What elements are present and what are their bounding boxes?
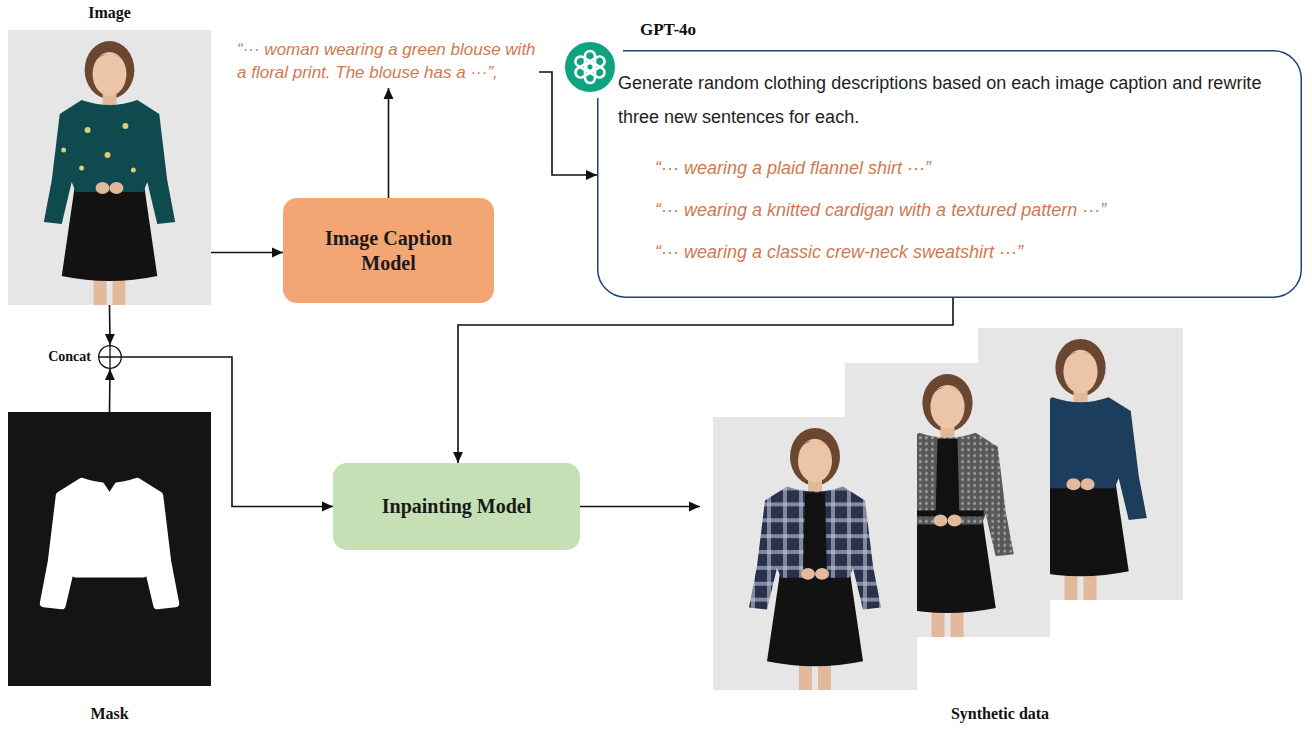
- prompt-text: Generate random clothing descriptions ba…: [618, 66, 1282, 134]
- process-box: Inpainting Model: [333, 463, 580, 550]
- output-label: Synthetic data: [900, 704, 1100, 723]
- operator-label: Concat: [48, 349, 91, 366]
- input-photo-art: [8, 30, 211, 305]
- image-label: Image: [8, 3, 211, 22]
- mask-art: [8, 412, 211, 686]
- hands: [96, 182, 124, 194]
- generated-sentence: “··· wearing a knitted cardigan with a t…: [655, 195, 1282, 225]
- flow-arrow: [109, 305, 111, 345]
- concat-symbol: [98, 345, 122, 369]
- flow-arrow: [109, 369, 111, 412]
- synthetic-photo-art: [713, 417, 917, 690]
- mask-region: [44, 482, 175, 606]
- gpt-logo: [564, 41, 616, 93]
- flow-arrow: [388, 88, 390, 198]
- box-title: Inpainting Model: [382, 494, 531, 519]
- hands: [1066, 478, 1094, 490]
- caption-output: “··· woman wearing a green blouse with a…: [237, 38, 537, 84]
- mask-notch: [102, 480, 118, 492]
- mask-image: Mask: [8, 412, 211, 686]
- process-box: Image Caption Model: [283, 198, 494, 303]
- caption-text: “··· woman wearing a green blouse with a…: [237, 38, 537, 84]
- flow-arrow: [458, 298, 953, 463]
- belt: [911, 510, 983, 516]
- model-figure: [713, 417, 917, 690]
- flow-arrow: [211, 252, 283, 254]
- flow-arrow: [122, 357, 333, 507]
- hands: [933, 514, 961, 526]
- generated-sentence: “··· wearing a plaid flannel shirt ···”: [655, 153, 1282, 183]
- plus-sign: [99, 346, 122, 369]
- flow-arrow: [539, 72, 597, 175]
- inner-top: [803, 492, 827, 577]
- floral-print: [61, 123, 136, 173]
- plaid-shirt: [749, 486, 881, 609]
- concat-operator: Concat: [98, 345, 122, 369]
- generated-sentence: “··· wearing a classic crew-neck sweatsh…: [655, 237, 1282, 267]
- llm-box: GPT-4oGenerate random clothing descripti…: [597, 50, 1302, 298]
- model-figure: [8, 30, 211, 305]
- hands: [801, 568, 829, 580]
- input-image: Image: [8, 30, 211, 305]
- llm-name: GPT-4o: [640, 20, 696, 40]
- mask-label: Mask: [8, 704, 211, 723]
- box-title: Image Caption Model: [305, 226, 472, 276]
- flow-arrow: [580, 506, 700, 508]
- mask-ground: [8, 412, 211, 686]
- green-blouse: [44, 100, 175, 224]
- operator-circle: [99, 346, 122, 369]
- rounded-border: [598, 51, 1302, 298]
- synthetic-images: Synthetic data: [700, 328, 1183, 690]
